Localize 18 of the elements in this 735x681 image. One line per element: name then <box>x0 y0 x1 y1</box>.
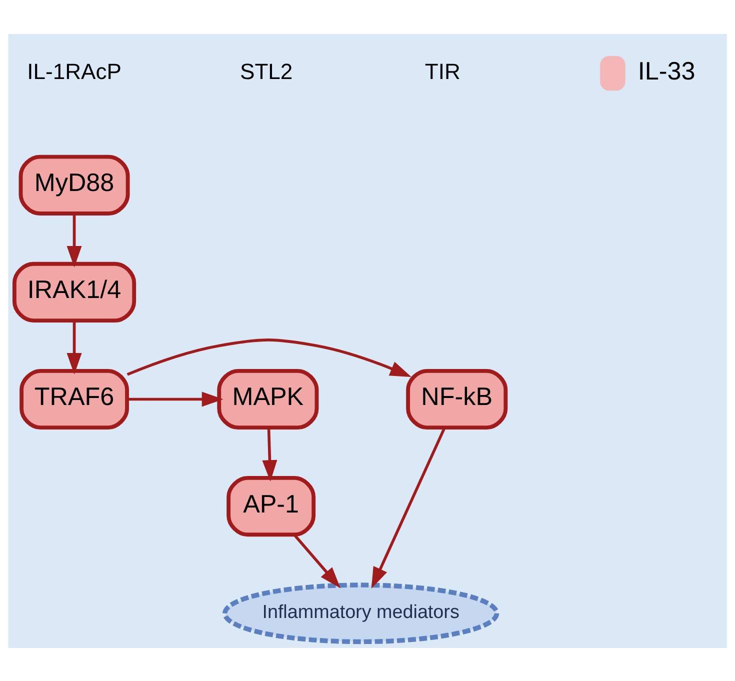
label: IL-1RAcP <box>27 58 122 84</box>
label: STL2 <box>240 58 293 84</box>
node-box: NF-kB <box>406 368 508 430</box>
arrow <box>262 428 278 482</box>
node-ellipse: Inflammatory mediators <box>222 582 500 644</box>
label: TIR <box>424 58 460 84</box>
arrow <box>66 214 82 267</box>
node-box: MyD88 <box>18 154 130 215</box>
node-box: IRAK1/4 <box>12 261 136 322</box>
arrow <box>294 534 340 588</box>
node-box: AP-1 <box>226 476 316 536</box>
arrow <box>66 320 82 374</box>
node-box: TRAF6 <box>20 368 129 430</box>
arrow <box>371 426 446 588</box>
arrow <box>126 338 412 377</box>
arrow <box>127 391 224 406</box>
legend-label: IL-33 <box>638 56 696 85</box>
node-box: MAPK <box>217 368 319 430</box>
